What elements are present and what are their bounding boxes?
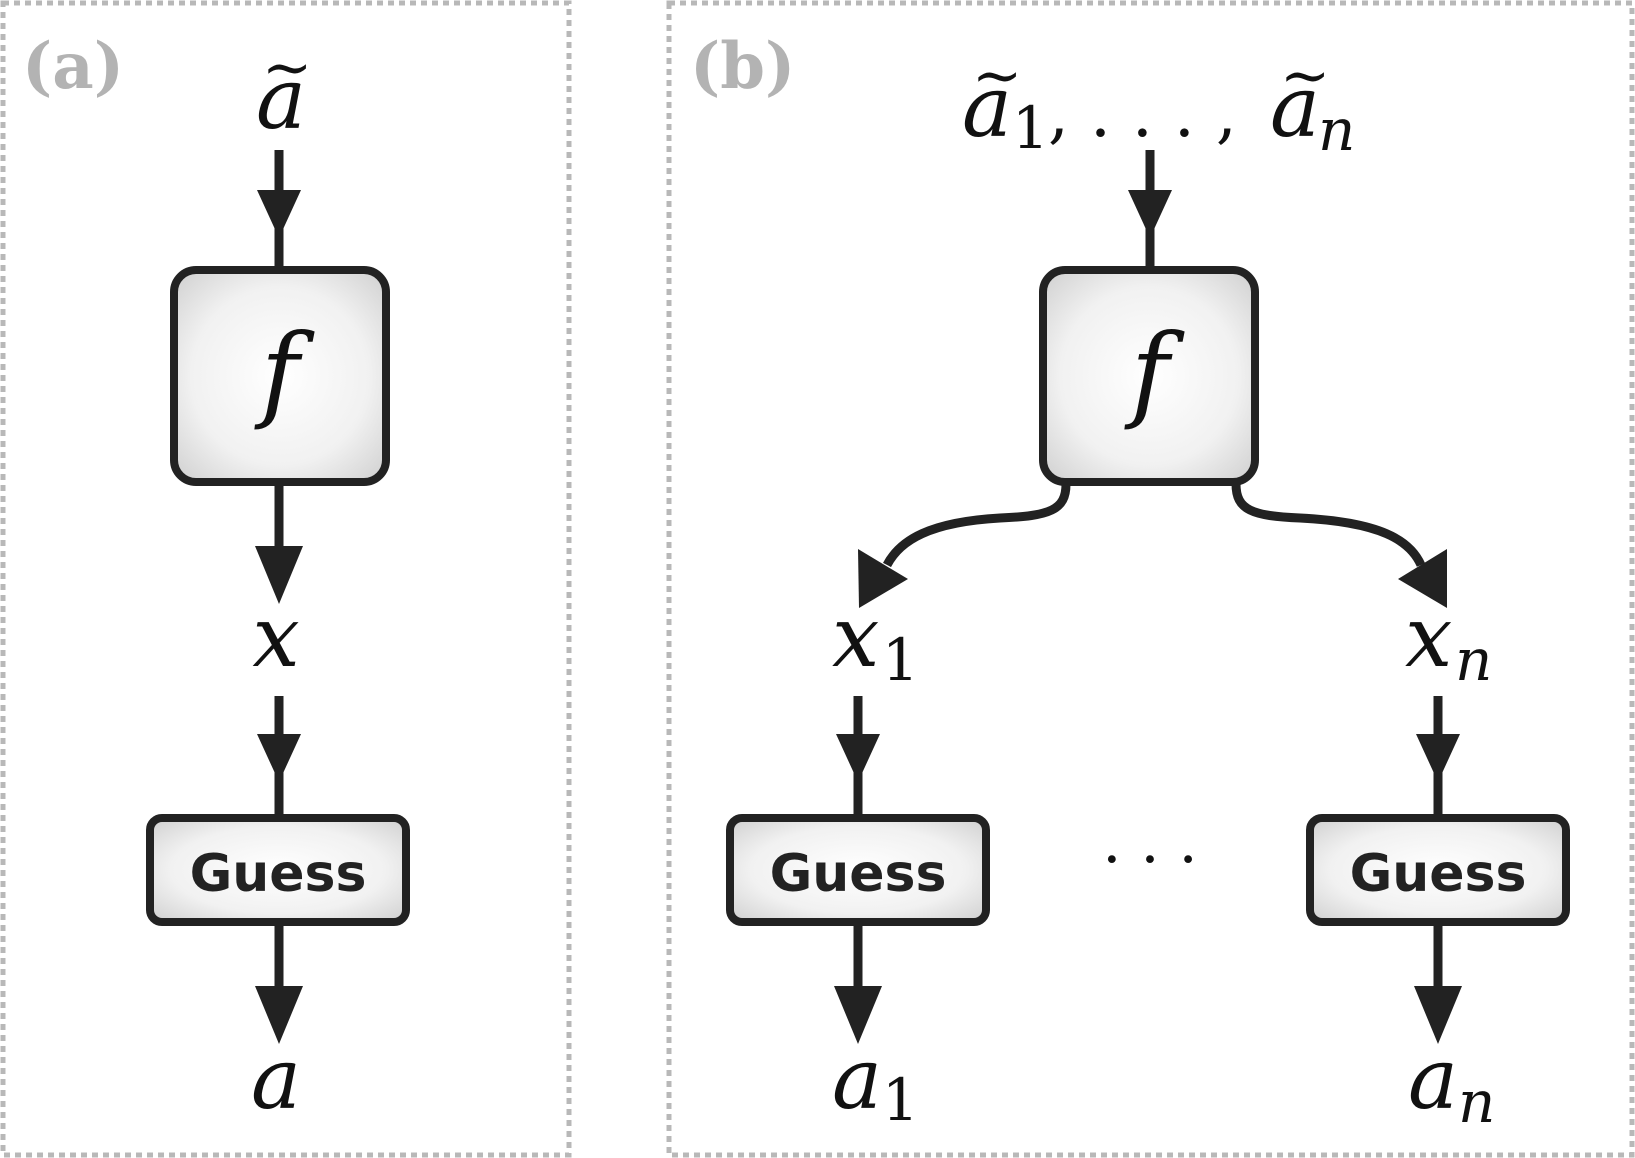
panel-a-arrowhead-input-f bbox=[257, 190, 301, 238]
panel-b-hidden-xn-base: x bbox=[1405, 588, 1452, 686]
panel-b-input-base-1: a bbox=[962, 58, 1012, 156]
panel-b-input-base-2: a bbox=[1270, 58, 1320, 156]
panel-b-output-an-base: a bbox=[1408, 1030, 1458, 1128]
panel-b-input-accent-1: ~ bbox=[972, 41, 1022, 111]
panel-a-input-accent: ~ bbox=[262, 33, 312, 103]
panel-a-frame bbox=[0, 0, 572, 1158]
panel-b-hidden-xn: x n bbox=[1405, 588, 1492, 694]
panel-b-output-an: a n bbox=[1408, 1030, 1495, 1136]
panel-a-hidden-x: x bbox=[252, 588, 299, 686]
panel-a: (a) ~ a f x Guess a bbox=[0, 0, 572, 1158]
panel-b-output-an-sub: n bbox=[1458, 1068, 1495, 1136]
panel-b-frame bbox=[666, 0, 1635, 1158]
panel-b-guess-box-right bbox=[1306, 814, 1570, 926]
panel-b-input-sub-1: 1 bbox=[1012, 94, 1049, 162]
panel-a-arrowhead-x-guess bbox=[257, 734, 301, 782]
panel-b-ellipsis: · · · bbox=[1102, 825, 1197, 895]
panel-a-guess-box bbox=[146, 814, 410, 926]
panel-a-input-base: a bbox=[256, 50, 306, 148]
panel-a-arrowhead-f-x bbox=[255, 546, 303, 604]
panel-b-arrowhead-f-xn bbox=[1398, 549, 1447, 608]
panel-b-input: ~ a 1 , . . . , ~ a n bbox=[962, 41, 1355, 164]
panel-a-guess-label: Guess bbox=[190, 844, 367, 904]
panel-b-output-a1-base: a bbox=[832, 1030, 882, 1128]
panel-b-arrowhead-xn-guess bbox=[1416, 734, 1460, 782]
panel-b-arrowhead-guess-a1 bbox=[834, 986, 882, 1044]
panel-a-label: (a) bbox=[22, 29, 124, 104]
panel-a-arrowhead-guess-output bbox=[255, 986, 303, 1044]
panel-b-arrowhead-f-x1 bbox=[858, 549, 908, 608]
panel-b-hidden-x1-base: x bbox=[832, 588, 879, 686]
panel-b-output-a1: a 1 bbox=[832, 1030, 919, 1134]
panel-a-output-a: a bbox=[251, 1030, 301, 1128]
panel-b-arrowhead-input-f bbox=[1128, 190, 1172, 238]
panel-b-arrowhead-guess-an bbox=[1414, 986, 1462, 1044]
panel-b-input-separator: , . . . , bbox=[1048, 75, 1237, 152]
panel-b-input-accent-2: ~ bbox=[1280, 41, 1330, 111]
panel-b-hidden-xn-sub: n bbox=[1455, 626, 1492, 694]
panel-b-input-sub-2: n bbox=[1318, 96, 1355, 164]
panel-b-edge-f-x1 bbox=[883, 483, 1071, 568]
panel-b-edge-f-xn bbox=[1231, 483, 1426, 567]
panel-b-guess-label-right: Guess bbox=[1350, 844, 1527, 904]
panel-b-guess-box-left bbox=[726, 814, 990, 926]
panel-b-hidden-x1: x 1 bbox=[832, 588, 919, 694]
panel-b-arrowhead-x1-guess bbox=[836, 734, 880, 782]
panel-b: (b) ~ a 1 , . . . , ~ a n f x 1 x n bbox=[666, 0, 1635, 1158]
panel-a-function-box bbox=[170, 266, 390, 486]
panel-b-label: (b) bbox=[690, 29, 795, 104]
panel-b-output-a1-sub: 1 bbox=[882, 1066, 919, 1134]
panel-b-hidden-x1-sub: 1 bbox=[882, 626, 919, 694]
panel-b-guess-label-left: Guess bbox=[770, 844, 947, 904]
panel-b-function-box bbox=[1039, 266, 1259, 486]
panel-a-input: ~ a bbox=[256, 33, 312, 148]
